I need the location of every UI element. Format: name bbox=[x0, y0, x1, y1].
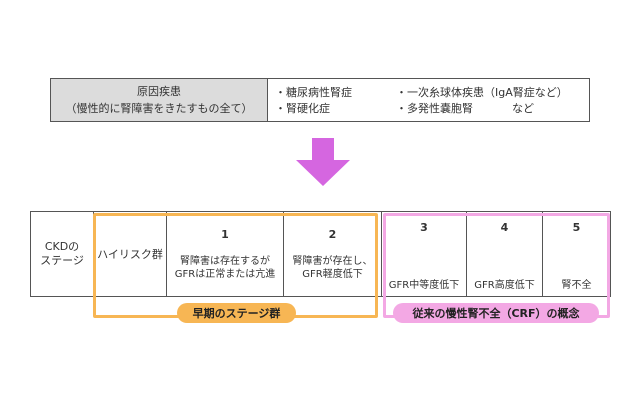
stage-5-cell: 5 腎不全 bbox=[543, 212, 610, 296]
ckd-label-line1: CKDの bbox=[44, 240, 80, 253]
cause-item-polycystic: ・多発性嚢胞腎 bbox=[396, 102, 473, 115]
down-arrow-icon bbox=[296, 138, 350, 186]
stage-2-desc-line2: GFR軽度低下 bbox=[302, 269, 363, 280]
cause-item-etc: など bbox=[512, 102, 534, 115]
stage-4-cell: 4 GFR高度低下 bbox=[467, 212, 543, 296]
stage-table: CKDの ステージ ハイリスク群 1 腎障害は存在するが GFRは正常または亢進… bbox=[30, 211, 611, 297]
stage-5-desc: 腎不全 bbox=[561, 280, 592, 291]
high-risk-label: ハイリスク群 bbox=[97, 248, 163, 261]
crf-group-text: 従来の慢性腎不全（CRF）の概念 bbox=[412, 307, 580, 320]
stage-5-number: 5 bbox=[572, 221, 581, 234]
early-stage-group-text: 早期のステージ群 bbox=[192, 307, 281, 320]
high-risk-cell: ハイリスク群 bbox=[94, 212, 167, 296]
cause-item-glomerular: ・一次糸球体疾患（IgA腎症など） bbox=[396, 86, 568, 99]
stage-1-desc-line1: 腎障害は存在するが bbox=[180, 256, 270, 267]
cause-label: 原因疾患 （慢性的に腎障害をきたすもの全て） bbox=[51, 79, 268, 121]
stage-1-desc: 腎障害は存在するが GFRは正常または亢進 bbox=[167, 255, 283, 281]
stage-2-cell: 2 腎障害が存在し、 GFR軽度低下 bbox=[284, 212, 382, 296]
stage-2-number: 2 bbox=[328, 228, 337, 241]
crf-group-label: 従来の慢性腎不全（CRF）の概念 bbox=[393, 303, 599, 323]
stage-3-cell: 3 GFR中等度低下 bbox=[382, 212, 467, 296]
stage-1-desc-line2: GFRは正常または亢進 bbox=[174, 269, 276, 280]
ckd-stage-label: CKDの ステージ bbox=[31, 212, 94, 296]
stage-4-number: 4 bbox=[500, 221, 509, 234]
cause-table: 原因疾患 （慢性的に腎障害をきたすもの全て） ・糖尿病性腎症 ・腎硬化症 ・一次… bbox=[50, 78, 590, 122]
stage-2-desc: 腎障害が存在し、 GFR軽度低下 bbox=[284, 255, 381, 281]
ckd-label-line2: ステージ bbox=[40, 254, 84, 267]
stage-4-desc: GFR高度低下 bbox=[474, 280, 535, 291]
cause-label-line2: （慢性的に腎障害をきたすもの全て） bbox=[65, 102, 253, 115]
down-arrow-shape bbox=[296, 138, 350, 186]
cause-item-nephrosclerosis: ・腎硬化症 bbox=[275, 102, 330, 115]
early-stage-group-label: 早期のステージ群 bbox=[177, 303, 296, 323]
stage-3-desc: GFR中等度低下 bbox=[388, 280, 460, 291]
cause-label-line1: 原因疾患 bbox=[137, 85, 181, 98]
stage-2-desc-line1: 腎障害が存在し、 bbox=[292, 256, 373, 267]
stage-3-number: 3 bbox=[420, 221, 428, 234]
stage-1-cell: 1 腎障害は存在するが GFRは正常または亢進 bbox=[167, 212, 284, 296]
cause-item-diabetic: ・糖尿病性腎症 bbox=[275, 86, 352, 99]
stage-1-number: 1 bbox=[221, 228, 229, 241]
